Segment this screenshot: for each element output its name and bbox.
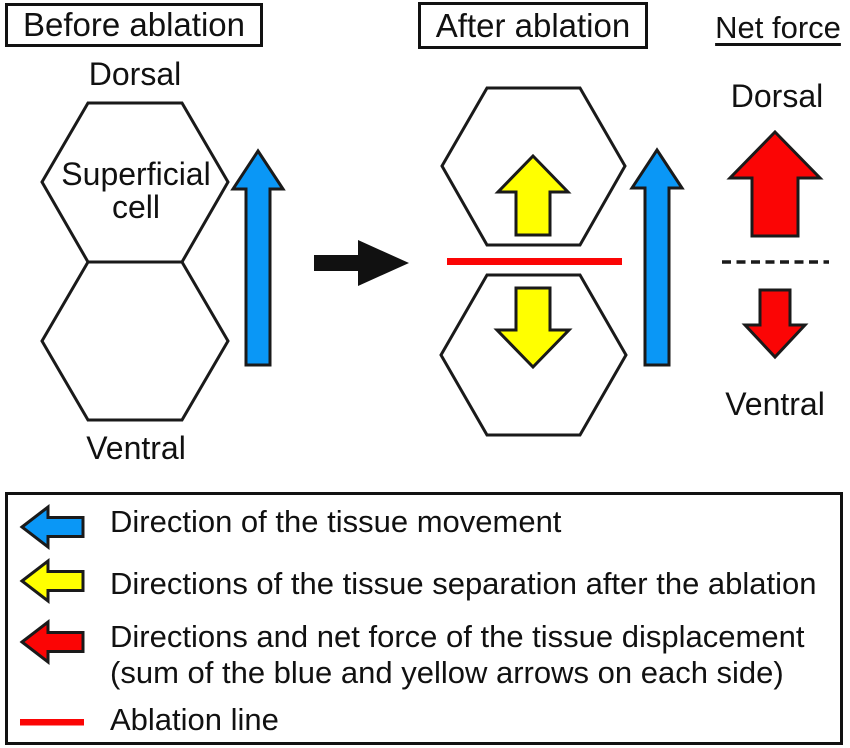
superficial-cell-label-line1: Superficial xyxy=(61,156,211,192)
after-ablation-title: After ablation xyxy=(435,6,631,44)
ablation-line xyxy=(447,258,622,265)
netforce-red-down-arrow-icon xyxy=(745,290,805,357)
superficial-cell-label: Superficial cell xyxy=(61,158,210,224)
legend-item-netforce-text-line2: (sum of the blue and yellow arrows on ea… xyxy=(110,655,784,690)
netforce-red-up-arrow-icon xyxy=(730,132,820,236)
transition-right-arrow-icon xyxy=(314,240,409,286)
netforce-dorsal-label: Dorsal xyxy=(730,78,824,114)
netforce-ventral-label: Ventral xyxy=(725,386,825,422)
before-ablation-title-box: Before ablation xyxy=(5,3,263,47)
legend-item-movement-text: Direction of the tissue movement xyxy=(110,504,562,539)
superficial-cell-label-line2: cell xyxy=(111,189,160,225)
after-ablation-title-box: After ablation xyxy=(418,2,648,49)
legend-red-left-arrow-icon xyxy=(22,622,83,662)
before-dorsal-label: Dorsal xyxy=(88,56,182,92)
before-blue-up-arrow-icon xyxy=(233,151,283,365)
after-blue-up-arrow-icon xyxy=(632,150,682,365)
legend-item-ablation-line-text: Ablation line xyxy=(110,702,279,737)
net-force-title: Net force xyxy=(715,10,841,45)
after-yellow-up-arrow-icon xyxy=(498,156,568,235)
legend-item-netforce-text-line1: Directions and net force of the tissue d… xyxy=(110,619,805,654)
legend-blue-left-arrow-icon xyxy=(22,507,83,547)
before-bottom-hexagon-cell xyxy=(42,262,228,420)
legend-item-separation-text: Directions of the tissue separation afte… xyxy=(110,566,817,601)
after-yellow-down-arrow-icon xyxy=(497,288,569,367)
legend-yellow-left-arrow-icon xyxy=(22,561,83,601)
before-ventral-label: Ventral xyxy=(86,430,186,466)
legend-box xyxy=(7,494,842,744)
before-ablation-title: Before ablation xyxy=(23,6,245,43)
legend-ablation-line-icon xyxy=(20,719,84,726)
